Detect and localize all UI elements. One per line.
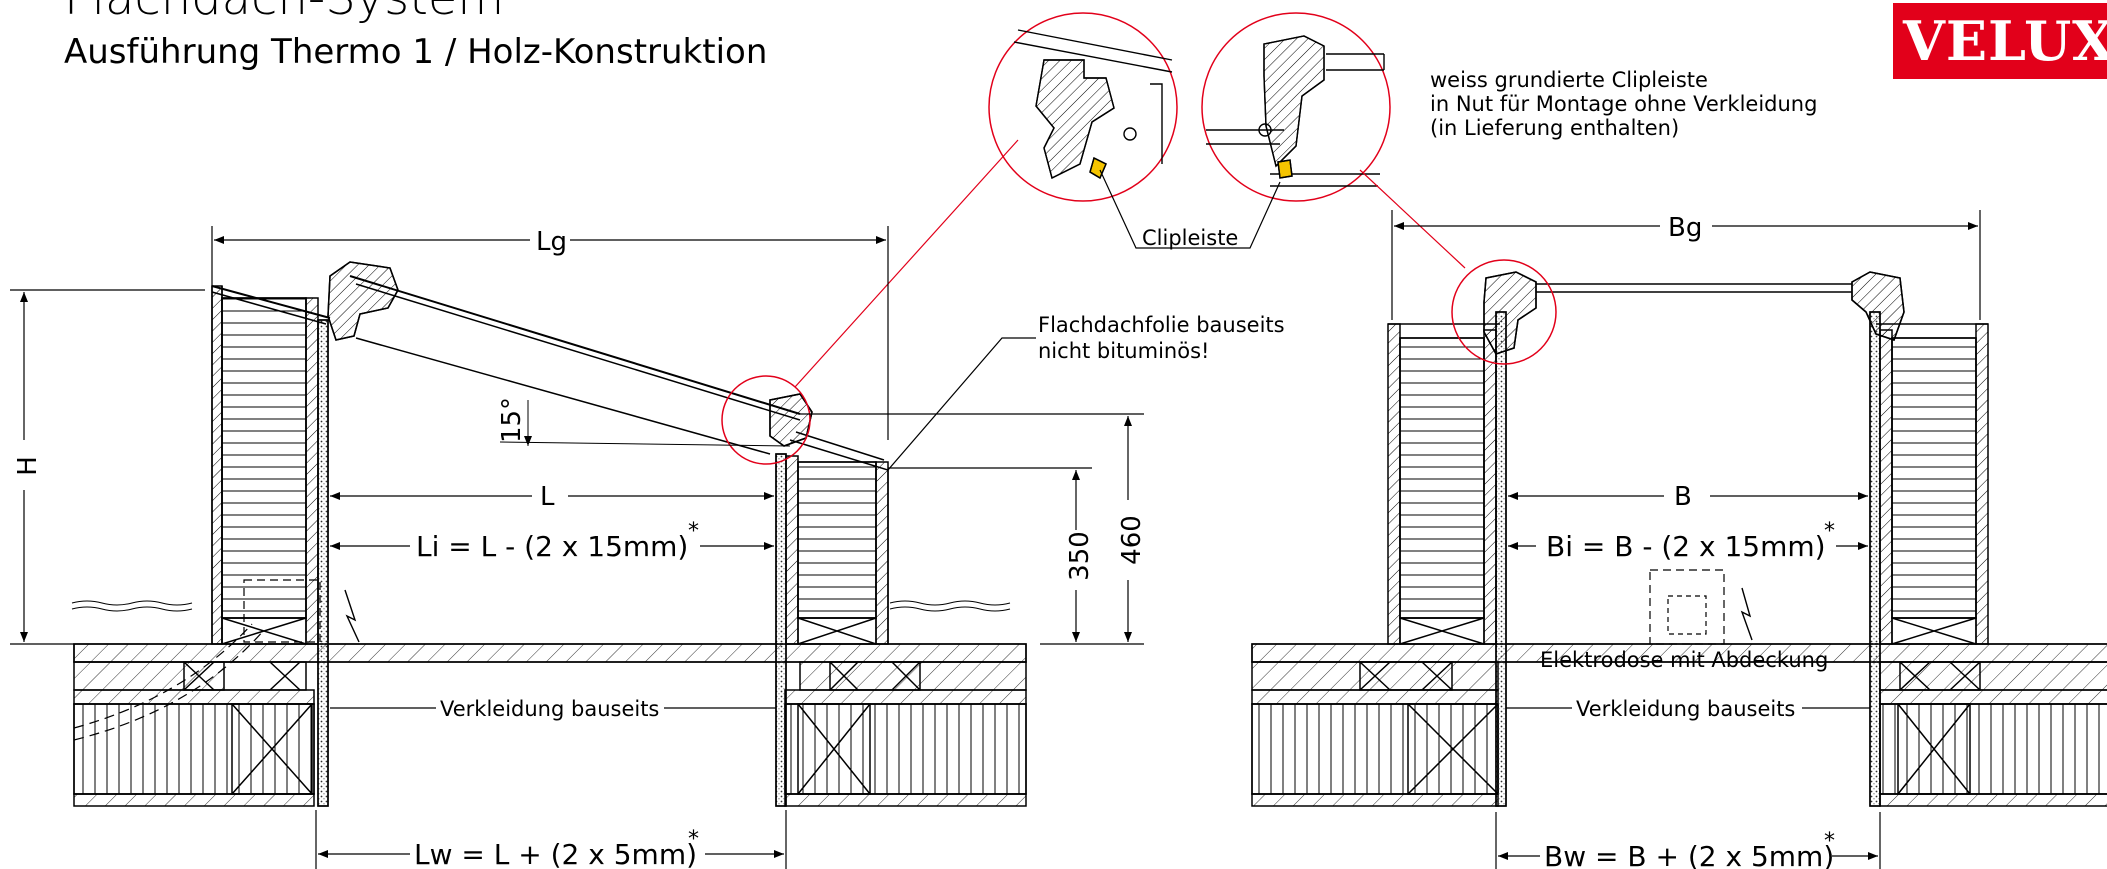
bi-asterisk: *	[1824, 519, 1835, 544]
li-asterisk: *	[688, 519, 699, 544]
clipleiste-note: weiss grundierte Clipleiste in Nut für M…	[1430, 68, 1817, 140]
right-dimensions	[1391, 210, 1981, 869]
lg-label: Lg	[536, 227, 567, 257]
bg-label: Bg	[1668, 213, 1702, 243]
detail-circle-1	[988, 12, 1178, 202]
lw-formula-label: Lw = L + (2 x 5mm)	[414, 838, 697, 869]
left-dimensions	[10, 226, 1144, 869]
bi-formula-label: Bi = B - (2 x 15mm)	[1546, 530, 1826, 563]
verkleidung-left-label: Verkleidung bauseits	[440, 697, 659, 721]
l-label: L	[540, 482, 555, 512]
clipleiste-label: Clipleiste	[1142, 226, 1238, 250]
note-line-1: weiss grundierte Clipleiste	[1430, 68, 1708, 92]
velux-logo: VELUX®	[1893, 3, 2107, 79]
lw-asterisk: *	[688, 827, 699, 852]
left-section	[71, 139, 1027, 807]
detail-circle-2	[1201, 12, 1391, 202]
b-label: B	[1674, 482, 1692, 512]
flachdachfolie-label: Flachdachfolie bauseits	[1038, 313, 1285, 337]
bw-formula-label: Bw = B + (2 x 5mm)	[1544, 840, 1834, 869]
page-subtitle: Ausführung Thermo 1 / Holz-Konstruktion	[64, 32, 768, 72]
li-formula-label: Li = L - (2 x 15mm)	[416, 530, 688, 563]
clipleiste-leaders	[1099, 169, 1281, 249]
note-line-2: in Nut für Montage ohne Verkleidung	[1430, 92, 1818, 116]
logo-text: VELUX	[1903, 9, 2107, 73]
angle-15-label: 15°	[497, 397, 527, 443]
note-line-3: (in Lieferung enthalten)	[1430, 116, 1680, 140]
callout-line-right	[1359, 169, 1466, 269]
dim-460-label: 460	[1117, 515, 1147, 565]
verkleidung-right-label: Verkleidung bauseits	[1576, 697, 1795, 721]
page-title: Flachdach-System	[64, 0, 504, 26]
dim-350-label: 350	[1065, 531, 1095, 581]
nicht-bituminos-label: nicht bituminös!	[1038, 339, 1209, 363]
right-section	[1251, 259, 2107, 807]
bw-asterisk: *	[1824, 829, 1835, 854]
h-label: H	[13, 456, 43, 476]
elektrodose-label: Elektrodose mit Abdeckung	[1540, 648, 1828, 672]
